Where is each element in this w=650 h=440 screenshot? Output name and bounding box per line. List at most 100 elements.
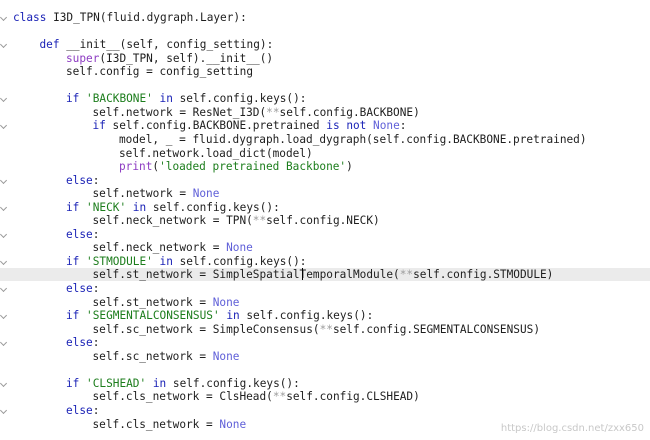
chevron-down-icon xyxy=(0,122,8,130)
chevron-down-icon xyxy=(0,284,8,293)
code-token: self.config.keys(): xyxy=(246,309,374,323)
code-line[interactable]: else: xyxy=(0,404,650,417)
code-line[interactable]: print('loaded pretrained Backbone') xyxy=(0,160,650,173)
fold-toggle[interactable] xyxy=(0,336,10,349)
code-token: else xyxy=(66,227,93,241)
code-token: class xyxy=(13,11,54,24)
code-line[interactable]: else: xyxy=(0,282,650,295)
code-token: else xyxy=(66,336,93,350)
code-token: if xyxy=(92,119,113,133)
code-line[interactable] xyxy=(0,363,650,376)
code-text: self.network = None xyxy=(93,187,220,200)
chevron-down-icon xyxy=(0,379,8,387)
code-line[interactable]: self.neck_network = TPN(**self.config.NE… xyxy=(0,214,650,227)
code-token: None xyxy=(192,187,220,201)
code-text: self.sc_network = SimpleConsensus(**self… xyxy=(93,323,541,336)
fold-toggle[interactable] xyxy=(0,119,10,132)
code-text: else: xyxy=(66,228,99,241)
code-line[interactable]: self.network.load_dict(model) xyxy=(0,147,650,160)
fold-toggle[interactable] xyxy=(0,92,10,105)
code-token: self.cls_network = ClsHead( xyxy=(92,390,273,404)
code-line[interactable]: if 'NECK' in self.config.keys(): xyxy=(0,201,650,214)
chevron-down-icon xyxy=(0,257,8,265)
code-text: else: xyxy=(66,404,99,417)
code-text: super(I3D_TPN, self).__init__() xyxy=(66,52,273,65)
code-line[interactable]: self.sc_network = None xyxy=(0,350,650,363)
fold-toggle[interactable] xyxy=(0,201,10,214)
code-line[interactable]: super(I3D_TPN, self).__init__() xyxy=(0,52,650,65)
fold-toggle[interactable] xyxy=(0,404,10,417)
code-token: ** xyxy=(272,390,287,404)
code-token: __init__(self, config_setting): xyxy=(66,38,274,52)
fold-toggle[interactable] xyxy=(0,282,10,295)
fold-toggle[interactable] xyxy=(0,377,10,390)
code-text: else: xyxy=(66,282,99,295)
code-line[interactable]: class I3D_TPN(fluid.dygraph.Layer): xyxy=(0,11,650,24)
code-token: self.config.BACKBONE.pretrained xyxy=(112,119,327,133)
code-token: ** xyxy=(319,322,333,336)
code-token: : xyxy=(92,336,100,350)
chevron-down-icon xyxy=(0,95,8,103)
code-line[interactable]: self.st_network = None xyxy=(0,296,650,309)
code-token: self.sc_network = xyxy=(92,349,213,363)
chevron-down-icon xyxy=(0,13,8,22)
code-token: ) xyxy=(346,160,353,174)
code-line[interactable]: else: xyxy=(0,228,650,241)
code-token: 'loaded pretrained Backbone' xyxy=(159,160,347,174)
code-line[interactable]: self.cls_network = ClsHead(**self.config… xyxy=(0,390,650,403)
code-line[interactable]: if self.config.BACKBONE.pretrained is no… xyxy=(0,119,650,132)
code-line[interactable]: if 'BACKBONE' in self.config.keys(): xyxy=(0,92,650,105)
code-token: print xyxy=(119,160,153,174)
code-token: in xyxy=(219,309,247,323)
code-token: self.network = ResNet_I3D( xyxy=(92,105,267,119)
fold-toggle[interactable] xyxy=(0,309,10,322)
code-line[interactable]: self.sc_network = SimpleConsensus(**self… xyxy=(0,323,650,336)
code-line[interactable]: self.network = ResNet_I3D(**self.config.… xyxy=(0,106,650,119)
code-token: self.config.BACKBONE) xyxy=(279,105,420,119)
code-text: if 'SEGMENTALCONSENSUS' in self.config.k… xyxy=(66,309,373,322)
code-line[interactable]: model, _ = fluid.dygraph.load_dygraph(se… xyxy=(0,133,650,146)
code-text: else: xyxy=(66,174,99,187)
code-token: : xyxy=(399,119,407,133)
code-line[interactable]: self.neck_network = None xyxy=(0,241,650,254)
code-token: 'CLSHEAD' xyxy=(86,376,147,390)
chevron-down-icon xyxy=(0,203,8,211)
code-token: None xyxy=(212,349,240,363)
chevron-down-icon xyxy=(0,406,8,414)
fold-toggle[interactable] xyxy=(0,174,10,187)
code-line[interactable]: if 'SEGMENTALCONSENSUS' in self.config.k… xyxy=(0,309,650,322)
code-token: in xyxy=(146,376,173,390)
code-line[interactable] xyxy=(0,79,650,92)
code-line[interactable] xyxy=(0,25,650,38)
code-token: 'NECK' xyxy=(86,200,127,214)
code-token: None xyxy=(226,241,253,255)
code-line[interactable]: else: xyxy=(0,336,650,349)
fold-toggle[interactable] xyxy=(0,11,10,24)
watermark: https://blog.csdn.net/zxx650 xyxy=(500,423,644,434)
code-token: I3D_TPN(fluid.dygraph.Layer): xyxy=(53,11,247,24)
code-line[interactable]: if 'STMODULE' in self.config.keys(): xyxy=(0,255,650,268)
code-line[interactable]: self.network = None xyxy=(0,187,650,200)
code-line[interactable]: self.st_network = SimpleSpatialTemporalM… xyxy=(0,268,650,282)
chevron-down-icon xyxy=(0,41,8,49)
fold-toggle[interactable] xyxy=(0,38,10,51)
fold-toggle[interactable] xyxy=(0,228,10,241)
code-text: self.neck_network = None xyxy=(93,241,253,254)
code-text: class I3D_TPN(fluid.dygraph.Layer): xyxy=(13,11,247,24)
code-line[interactable]: def __init__(self, config_setting): xyxy=(0,38,650,51)
code-token: self.network = xyxy=(92,187,193,201)
code-token: self.config.CLSHEAD) xyxy=(286,390,420,404)
code-token: ( xyxy=(152,160,160,174)
code-token: model, _ = fluid.dygraph.load_dygraph(se… xyxy=(119,132,587,146)
fold-toggle[interactable] xyxy=(0,255,10,268)
chevron-down-icon xyxy=(0,312,8,320)
code-line[interactable]: else: xyxy=(0,174,650,187)
code-text: self.cls_network = ClsHead(**self.config… xyxy=(93,390,420,403)
code-line[interactable]: self.cls_network = None xyxy=(0,418,650,431)
code-token: None xyxy=(373,119,400,133)
code-token: else xyxy=(66,282,93,295)
code-line[interactable]: if 'CLSHEAD' in self.config.keys(): xyxy=(0,377,650,390)
code-line[interactable]: self.config = config_setting xyxy=(0,65,650,78)
code-token: self.neck_network = TPN( xyxy=(92,214,253,228)
